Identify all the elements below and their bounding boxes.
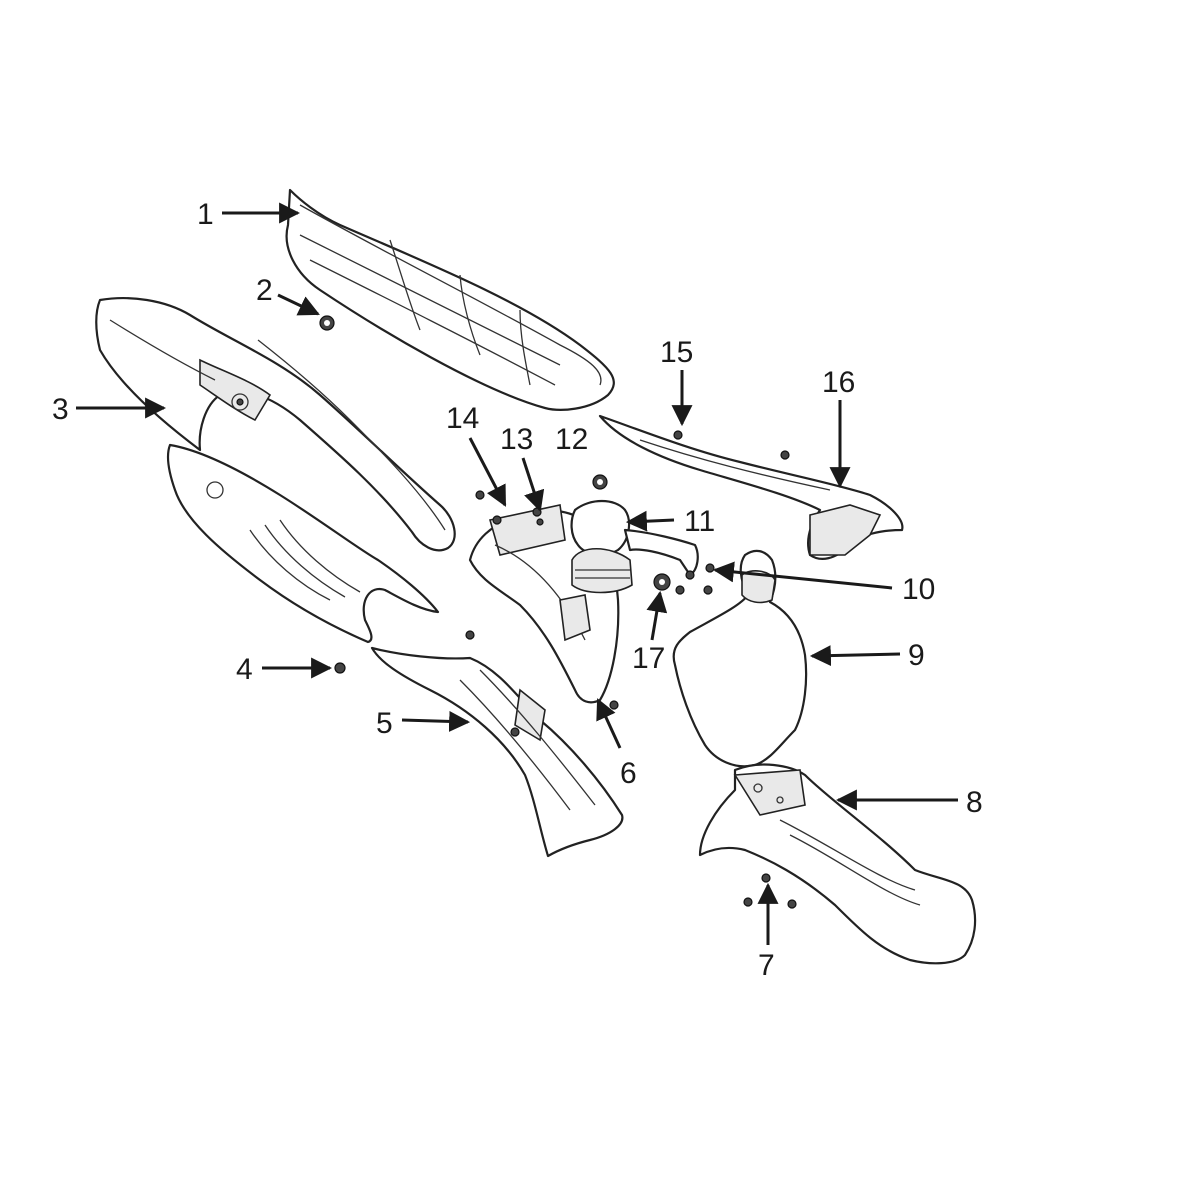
callout-4: 4 xyxy=(236,653,253,686)
leader-9 xyxy=(809,645,901,667)
part-left-side-panel xyxy=(166,443,440,644)
callout-15: 15 xyxy=(660,336,693,369)
part-front-fender xyxy=(698,763,977,965)
callout-10: 10 xyxy=(902,573,935,606)
callout-12: 12 xyxy=(555,423,588,456)
leader-2 xyxy=(277,293,320,316)
callout-2: 2 xyxy=(256,274,273,307)
part-center-tank-assembly xyxy=(468,490,699,710)
callout-8: 8 xyxy=(966,786,983,819)
callout-labels: 1 2 3 4 5 6 7 8 9 10 11 12 13 14 15 16 1… xyxy=(52,198,983,982)
callout-13: 13 xyxy=(500,423,533,456)
callout-11: 11 xyxy=(684,505,715,538)
leader-13 xyxy=(521,457,545,512)
part-grommet-17 xyxy=(653,573,671,591)
callout-6: 6 xyxy=(620,757,637,790)
leader-11 xyxy=(625,510,675,532)
callout-3: 3 xyxy=(52,393,69,426)
part-screws-7 xyxy=(743,873,797,909)
callout-7: 7 xyxy=(758,949,775,982)
part-nut-12 xyxy=(592,474,608,490)
leader-6 xyxy=(596,698,622,749)
part-screw-4 xyxy=(334,662,346,674)
leader-14 xyxy=(468,437,507,507)
part-rear-cowl xyxy=(598,414,904,560)
callout-1: 1 xyxy=(197,198,214,231)
callout-14: 14 xyxy=(446,402,479,435)
leader-10 xyxy=(712,561,893,590)
callout-9: 9 xyxy=(908,639,925,672)
part-rear-fender xyxy=(95,297,456,552)
leader-lines xyxy=(76,202,958,945)
leader-5 xyxy=(401,710,471,732)
part-nut-2 xyxy=(319,315,335,331)
part-seat xyxy=(285,188,615,411)
callout-16: 16 xyxy=(822,366,855,399)
leader-17 xyxy=(646,590,668,641)
callout-5: 5 xyxy=(376,707,393,740)
callout-17: 17 xyxy=(632,642,665,675)
part-screws-10 xyxy=(675,563,715,595)
part-number-plate xyxy=(672,549,808,768)
part-front-side-cover xyxy=(370,630,624,858)
